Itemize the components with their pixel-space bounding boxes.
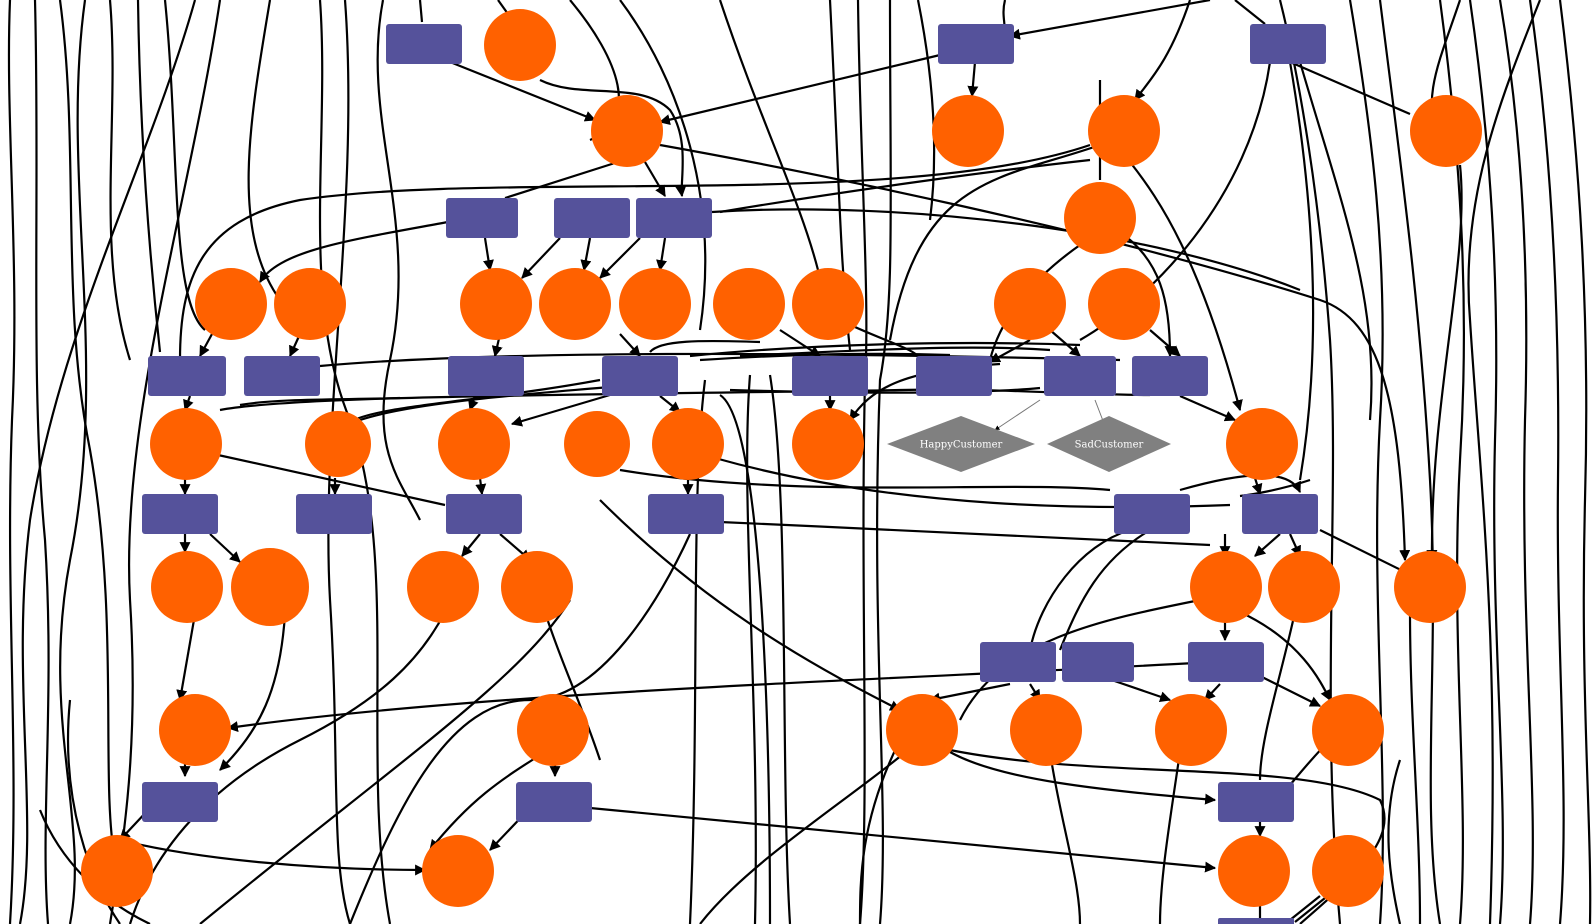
transition-node xyxy=(1218,918,1294,924)
transition-node xyxy=(1242,494,1318,534)
place-node xyxy=(1312,694,1384,766)
transition-node xyxy=(1250,24,1326,64)
place-node xyxy=(994,268,1066,340)
transition-node xyxy=(648,494,724,534)
place-node xyxy=(150,408,222,480)
transition-node xyxy=(448,356,524,396)
transition-node xyxy=(980,642,1056,682)
place-node xyxy=(159,694,231,766)
place-node xyxy=(151,551,223,623)
place-node xyxy=(305,411,371,477)
place-node xyxy=(484,9,556,81)
place-node xyxy=(1394,551,1466,623)
transition-node xyxy=(792,356,868,396)
place-node xyxy=(1064,182,1136,254)
place-node xyxy=(274,268,346,340)
transition-node xyxy=(938,24,1014,64)
transition-node xyxy=(1114,494,1190,534)
place-node xyxy=(539,268,611,340)
transition-node xyxy=(516,782,592,822)
place-node xyxy=(713,268,785,340)
place-node xyxy=(1268,551,1340,623)
transition-layer xyxy=(142,24,1326,924)
place-node xyxy=(564,411,630,477)
transition-node xyxy=(148,356,226,396)
transition-node xyxy=(916,356,992,396)
place-node xyxy=(932,95,1004,167)
place-node xyxy=(1010,694,1082,766)
transition-node xyxy=(1062,642,1134,682)
terminal-label: SadCustomer xyxy=(1075,440,1144,451)
place-node xyxy=(422,835,494,907)
place-node xyxy=(619,268,691,340)
transition-node xyxy=(1188,642,1264,682)
place-node xyxy=(1218,835,1290,907)
place-node xyxy=(460,268,532,340)
terminal-sad-customer: SadCustomer xyxy=(1047,416,1171,472)
transition-node xyxy=(636,198,712,238)
terminal-shape xyxy=(1047,416,1171,472)
place-node xyxy=(501,551,573,623)
terminal-label: HappyCustomer xyxy=(920,440,1003,451)
place-node xyxy=(1088,268,1160,340)
place-node xyxy=(1088,95,1160,167)
place-node xyxy=(407,551,479,623)
transition-node xyxy=(142,494,218,534)
place-node xyxy=(1226,408,1298,480)
transition-node xyxy=(244,356,320,396)
transition-node xyxy=(142,782,218,822)
place-node xyxy=(1155,694,1227,766)
arc-layer xyxy=(7,0,1592,924)
place-node xyxy=(1410,95,1482,167)
place-node xyxy=(1190,551,1262,623)
place-node xyxy=(792,268,864,340)
terminal-happy-customer: HappyCustomer xyxy=(887,416,1035,472)
place-node xyxy=(886,694,958,766)
transition-node xyxy=(554,198,630,238)
place-node xyxy=(652,408,724,480)
transition-node xyxy=(446,494,522,534)
place-node xyxy=(195,268,267,340)
transition-node xyxy=(446,198,518,238)
place-node xyxy=(591,95,663,167)
transition-node xyxy=(1044,356,1116,396)
transition-node xyxy=(296,494,372,534)
place-node xyxy=(517,694,589,766)
place-layer xyxy=(81,9,1482,907)
place-node xyxy=(438,408,510,480)
transition-node xyxy=(1218,782,1294,822)
place-node xyxy=(792,408,864,480)
transition-node xyxy=(386,24,462,64)
terminal-shape xyxy=(887,416,1035,472)
transition-node xyxy=(1132,356,1208,396)
terminal-layer: HappyCustomer SadCustomer xyxy=(887,416,1171,472)
transition-node xyxy=(602,356,678,396)
place-node xyxy=(1312,835,1384,907)
place-node xyxy=(81,835,153,907)
place-node xyxy=(231,548,309,626)
